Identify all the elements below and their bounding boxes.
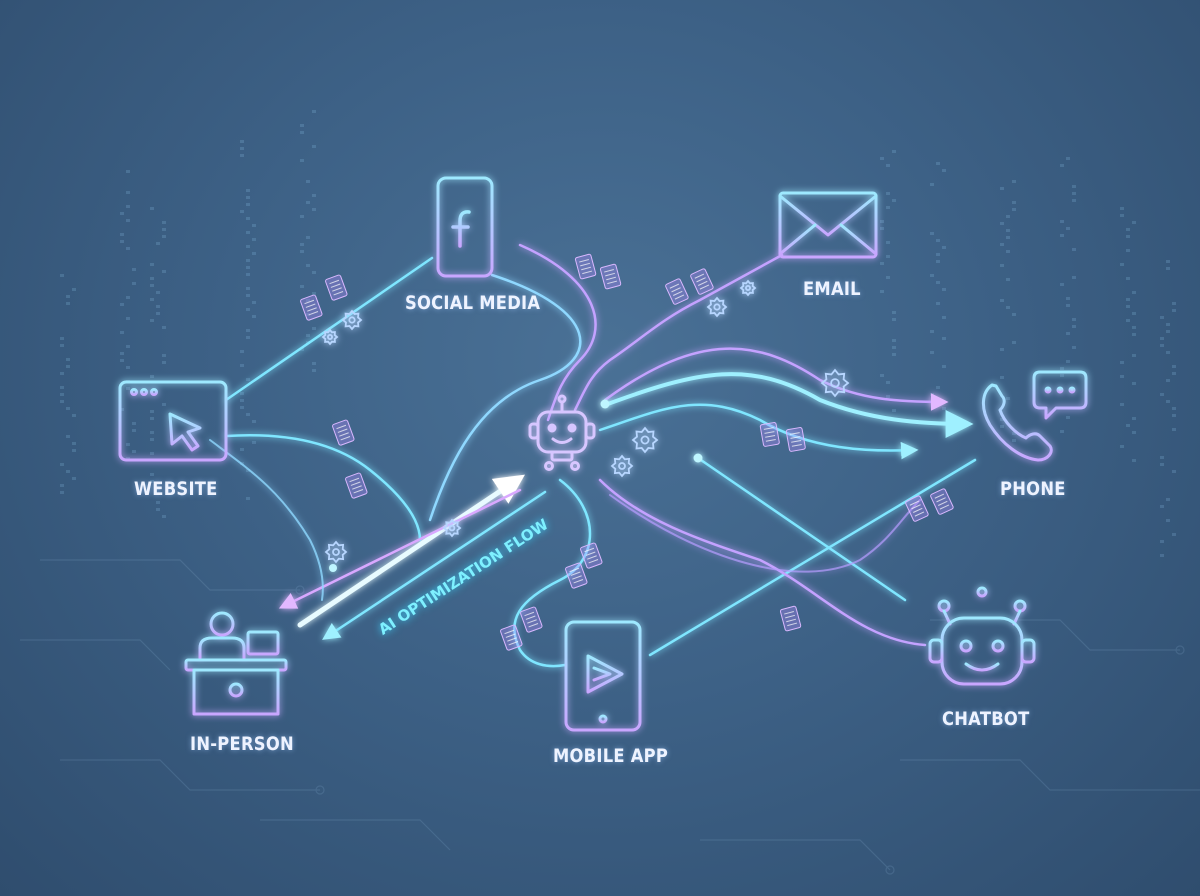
floating-data-cards	[300, 253, 954, 651]
line-flow-main	[297, 474, 525, 628]
envelope-icon[interactable]	[778, 191, 878, 259]
line-flow-violet	[278, 488, 522, 609]
service-desk-icon[interactable]	[184, 611, 288, 716]
label-mobile-app: MOBILE APP	[553, 745, 669, 767]
line-social-hub	[518, 243, 597, 422]
line-hub-phone-3	[598, 403, 919, 460]
label-in-person: IN-PERSON	[190, 733, 294, 755]
line-email-hub	[573, 253, 784, 412]
gear-icons	[321, 279, 850, 564]
line-website-inperson	[209, 439, 324, 601]
robot-icon[interactable]	[928, 586, 1036, 686]
label-website: WEBSITE	[134, 478, 218, 500]
robot-hub-icon	[528, 394, 596, 471]
line-website-center	[224, 433, 422, 542]
smartphone-facebook-icon[interactable]	[436, 176, 494, 278]
endpoint-dots	[329, 399, 703, 572]
line-flow-cyan	[322, 490, 547, 640]
label-email: EMAIL	[803, 278, 861, 300]
line-phone-mobile	[648, 458, 977, 657]
line-social-curve	[428, 273, 582, 522]
label-chatbot: CHATBOT	[942, 708, 1030, 730]
phone-chat-icon[interactable]	[982, 370, 1088, 462]
line-dot-chatbot	[696, 456, 907, 602]
line-hub-chatbot	[598, 478, 927, 647]
connection-lines	[209, 243, 977, 668]
background-circuit-traces	[20, 559, 1200, 875]
tablet-play-icon[interactable]	[564, 620, 642, 732]
line-hub-phone-1	[603, 347, 949, 411]
label-phone: PHONE	[1000, 478, 1066, 500]
label-social-media: SOCIAL MEDIA	[405, 292, 541, 314]
line-website-social	[224, 256, 434, 402]
line-hub-mobile	[513, 478, 592, 668]
line-hub-chatbot-2	[609, 494, 921, 573]
browser-cursor-icon[interactable]	[118, 380, 228, 462]
line-hub-phone-2	[603, 372, 974, 438]
